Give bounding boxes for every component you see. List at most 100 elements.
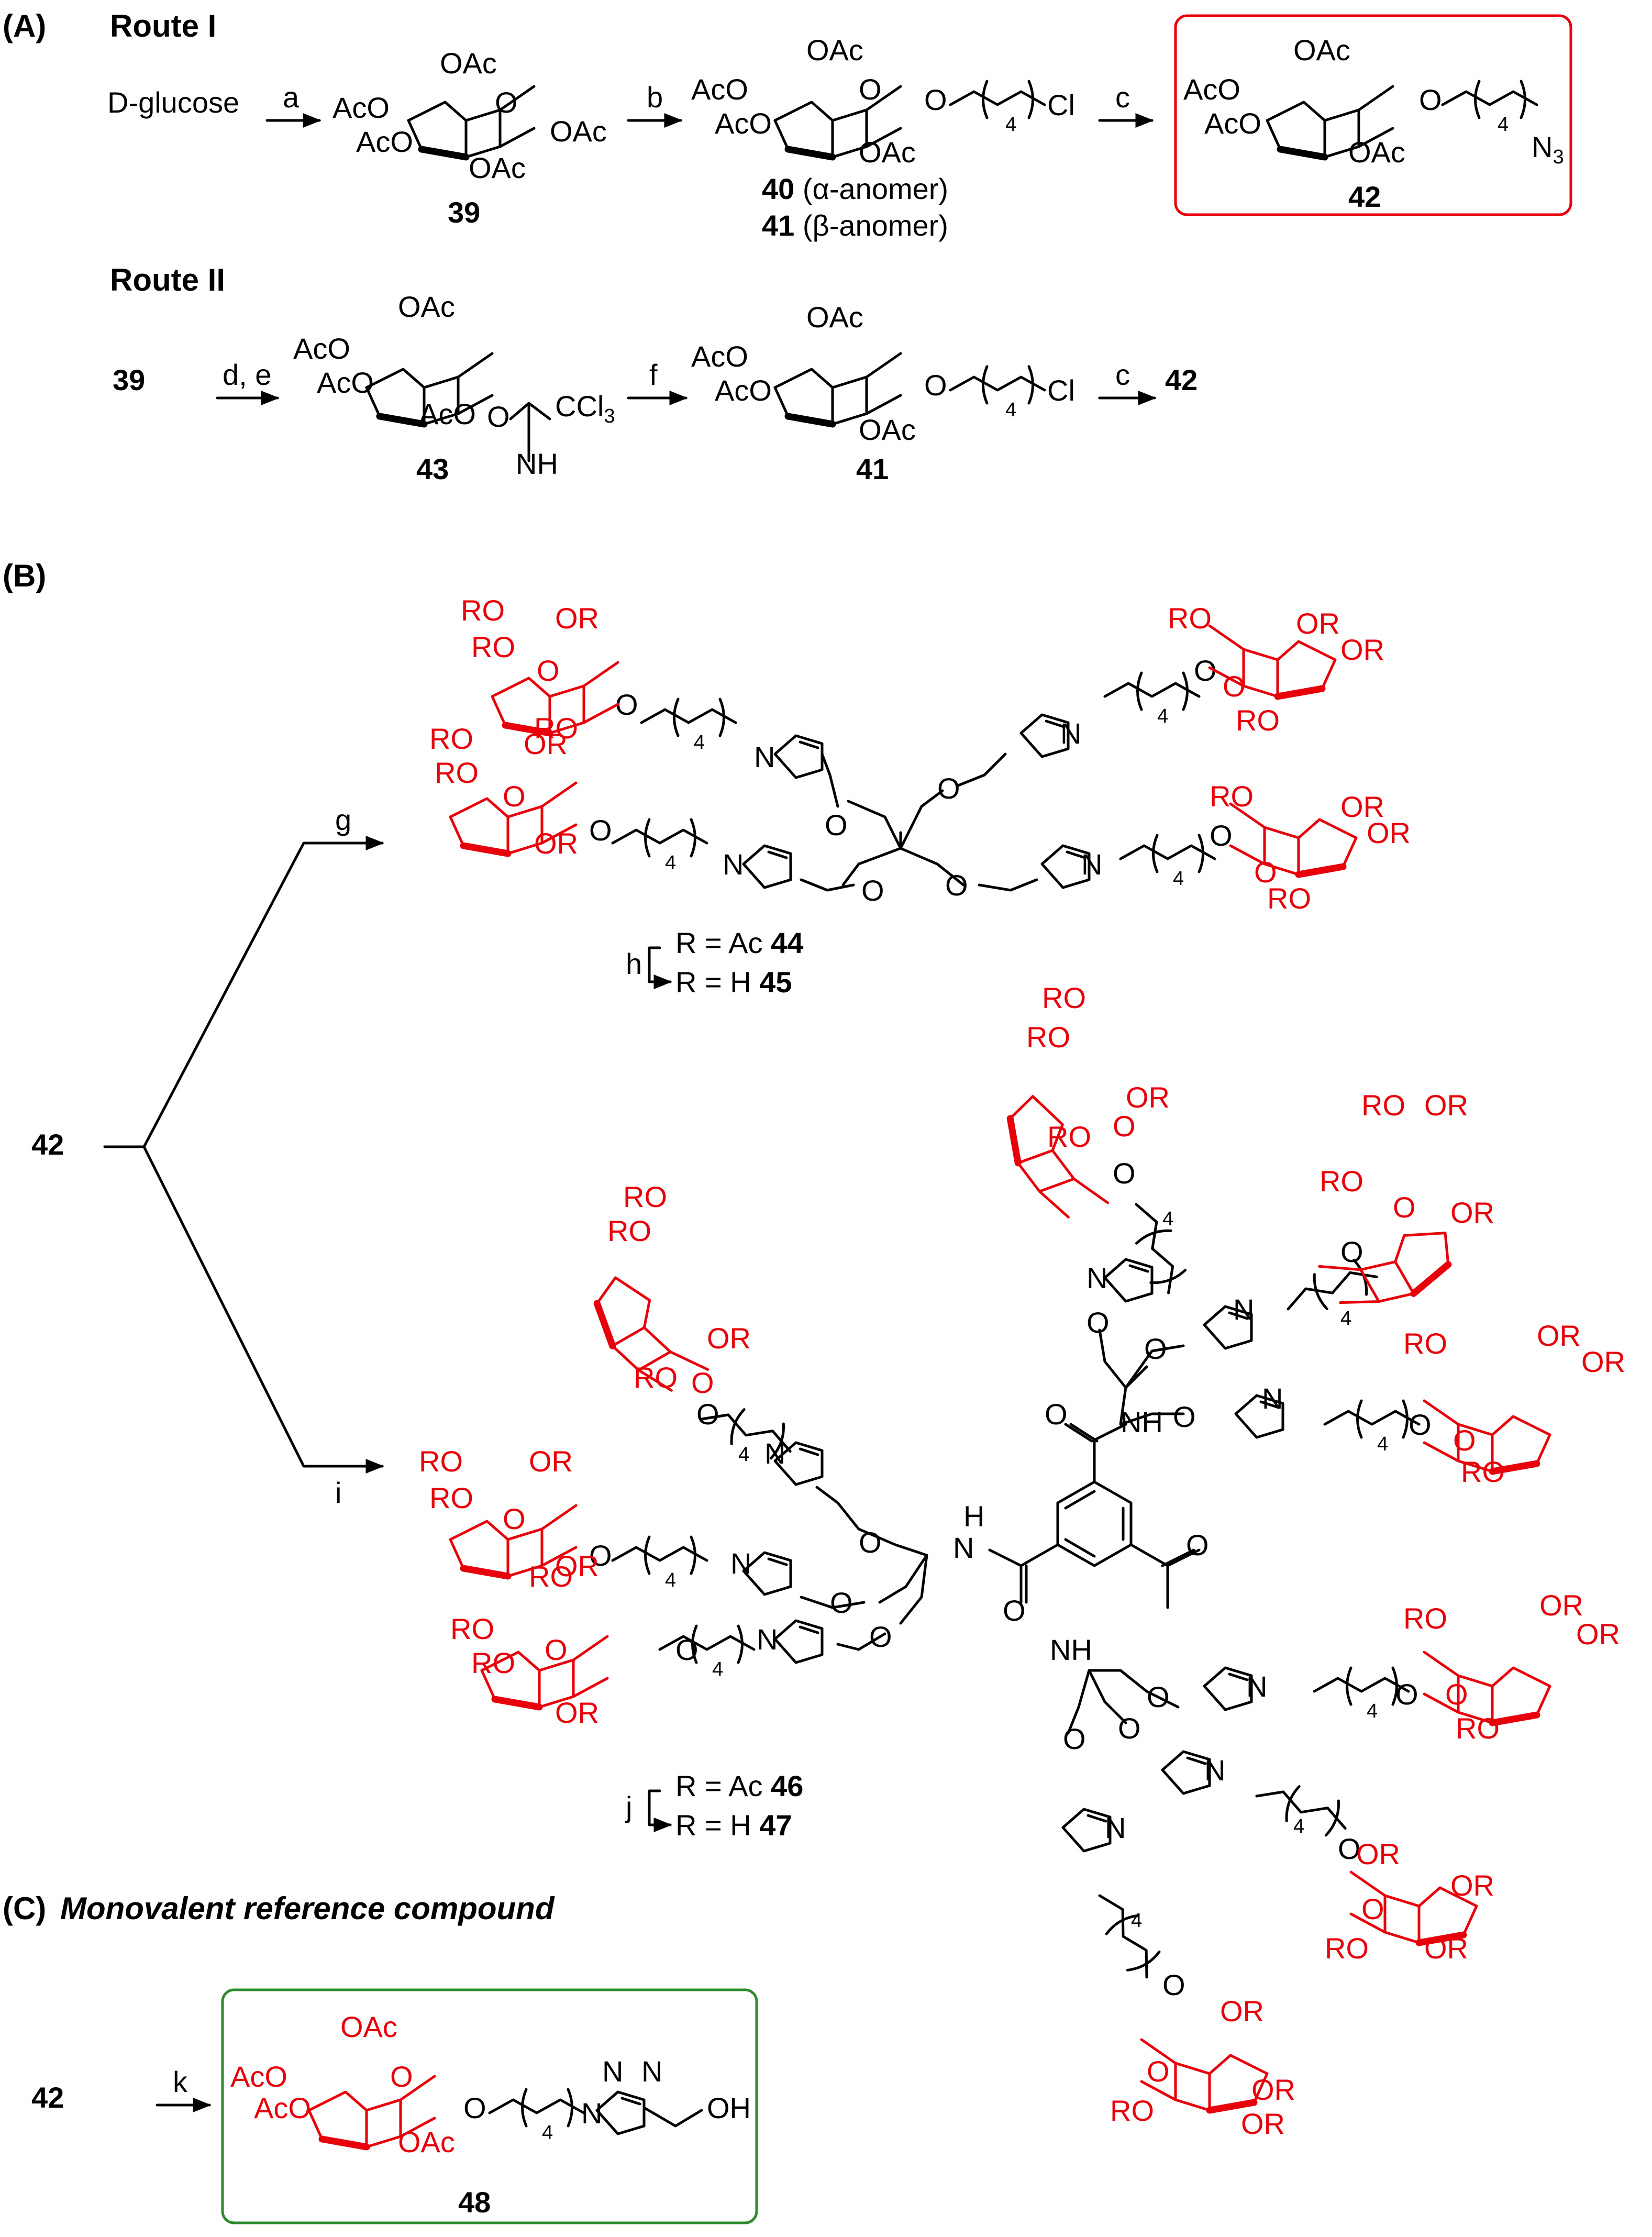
ring-oxygen: O: [1113, 1110, 1136, 1143]
chain-spacer: [1124, 1197, 1191, 1298]
route-1-heading: Route I: [110, 8, 216, 43]
ring-oxygen: O: [1254, 856, 1277, 889]
glycosidic-oxygen: O: [924, 83, 947, 116]
substituent-or: OR: [1424, 1932, 1468, 1965]
substituent-or: OR: [1340, 790, 1384, 823]
triazole-n: N: [1204, 1754, 1225, 1787]
deprotection-arrow-j: [648, 1789, 672, 1832]
compound-48-box: [221, 1988, 758, 2224]
substituent-aco: AcO: [1204, 107, 1261, 140]
substituent-or: OR: [1537, 1319, 1581, 1352]
trichloromethyl: CCl3: [555, 390, 615, 427]
substituent-or: RO: [534, 712, 578, 745]
reagent-c: c: [1115, 81, 1130, 114]
chain-spacer: [1121, 835, 1215, 872]
glycosidic-oxygen: O: [1210, 819, 1233, 852]
substituent-or: OR: [1296, 607, 1340, 640]
chain-subscript: 4: [1340, 1308, 1351, 1330]
azide: N3: [1532, 130, 1564, 168]
glycosidic-oxygen: O: [1162, 1968, 1185, 2001]
substituent-or: OR: [1241, 2107, 1285, 2140]
branch-arrow-g: [103, 836, 384, 1148]
substituent-oac: OAc: [440, 47, 497, 80]
ether-oxygen: O: [859, 1526, 882, 1559]
substituent-or: OR: [524, 727, 568, 760]
triazole-n: N: [757, 1623, 778, 1656]
substituent-or: RO: [1168, 602, 1212, 635]
ring-oxygen: O: [495, 86, 518, 119]
substituent-aco: AcO: [419, 397, 476, 430]
upper-branch-core: [1098, 1328, 1185, 1426]
compound-48-label: 48: [458, 2186, 491, 2219]
triazole: [1105, 1259, 1152, 1301]
reagent-j: j: [625, 1790, 632, 1823]
compound-41-caption: 41 (β-anomer): [762, 209, 948, 242]
chain-subscript: 4: [1173, 868, 1184, 890]
ring-oxygen: O: [859, 73, 882, 106]
ether-oxygen: O: [869, 1620, 892, 1653]
triazole-n: N: [1262, 1382, 1283, 1415]
glycosidic-oxygen: O: [924, 369, 947, 402]
lower-branch-core: [1067, 1669, 1180, 1735]
ring-oxygen: O: [1361, 1892, 1384, 1925]
triazole-n: N: [1086, 1261, 1107, 1294]
substituent-or: RO: [634, 1361, 678, 1394]
substituent-or: RO: [471, 1646, 515, 1679]
ring-oxygen: O: [390, 2060, 413, 2093]
triazole-n: N: [730, 1547, 751, 1580]
sugar-ring: [999, 1084, 1108, 1227]
part-c-start-42: 42: [31, 2081, 64, 2114]
amide-h: H: [963, 1500, 984, 1533]
chain-subscript: 4: [665, 1569, 676, 1591]
amide-oxygen: O: [1186, 1529, 1209, 1562]
ring-oxygen: O: [1453, 1424, 1476, 1457]
triazole: [597, 2092, 644, 2134]
ring-oxygen: O: [1445, 1678, 1468, 1711]
substituent-aco: AcO: [332, 91, 390, 124]
ether-oxygen: O: [830, 1586, 853, 1619]
substituent-or: OR: [1251, 2073, 1295, 2106]
substituent-or: RO: [1210, 780, 1254, 813]
ring-oxygen: O: [691, 1366, 714, 1399]
substituent-or: OR: [1340, 633, 1384, 666]
substituent-or: RO: [435, 756, 479, 789]
r-ac-46-caption: R = Ac 46: [675, 1769, 803, 1802]
substituent-aco: AcO: [1183, 73, 1240, 106]
ring-oxygen: O: [1223, 670, 1246, 703]
substituent-or: RO: [1236, 704, 1280, 737]
substituent-or: RO: [1403, 1327, 1447, 1360]
substituent-oac: OAc: [550, 115, 607, 148]
glycosidic-oxygen: O: [696, 1398, 719, 1431]
substituent-or: OR: [555, 602, 599, 635]
substituent-or: RO: [1267, 882, 1311, 915]
part-c-title: Monovalent reference compound: [60, 1891, 555, 1926]
ether-oxygen: O: [1173, 1400, 1196, 1433]
reagent-a: a: [283, 81, 300, 114]
glycosidic-oxygen: O: [1419, 83, 1442, 116]
substituent-oac: OAc: [859, 136, 916, 169]
branch-arrow-i: [142, 1145, 384, 1474]
chloride: Cl: [1047, 88, 1075, 121]
substituent-or: RO: [607, 1214, 651, 1247]
substituent-or: RO: [529, 1560, 573, 1593]
chain-subscript: 4: [1005, 114, 1016, 136]
substituent-or: OR: [555, 1549, 599, 1582]
substituent-or: RO: [419, 1445, 463, 1478]
hydroxyl: OH: [707, 2091, 751, 2124]
ether-oxygen: O: [861, 874, 884, 907]
substituent-or: RO: [1461, 1455, 1505, 1488]
left-branch-core: [800, 1486, 928, 1651]
chain-spacer: [1105, 673, 1199, 710]
chain-subscript: 4: [738, 1444, 749, 1466]
compound-40-caption: 40 (α-anomer): [762, 172, 948, 205]
chain-subscript: 4: [1377, 1433, 1388, 1455]
substituent-or: RO: [1325, 1932, 1369, 1965]
triazole-n: N: [581, 2097, 602, 2130]
substituent-aco: AcO: [691, 340, 748, 373]
compound-39-label: 39: [448, 196, 480, 229]
part-b-start-42: 42: [31, 1128, 64, 1161]
chain-spacer: [950, 367, 1045, 403]
glycosidic-oxygen: O: [463, 2091, 486, 2124]
benzene-core: [988, 1423, 1201, 1609]
glycosidic-oxygen: O: [589, 1539, 612, 1572]
